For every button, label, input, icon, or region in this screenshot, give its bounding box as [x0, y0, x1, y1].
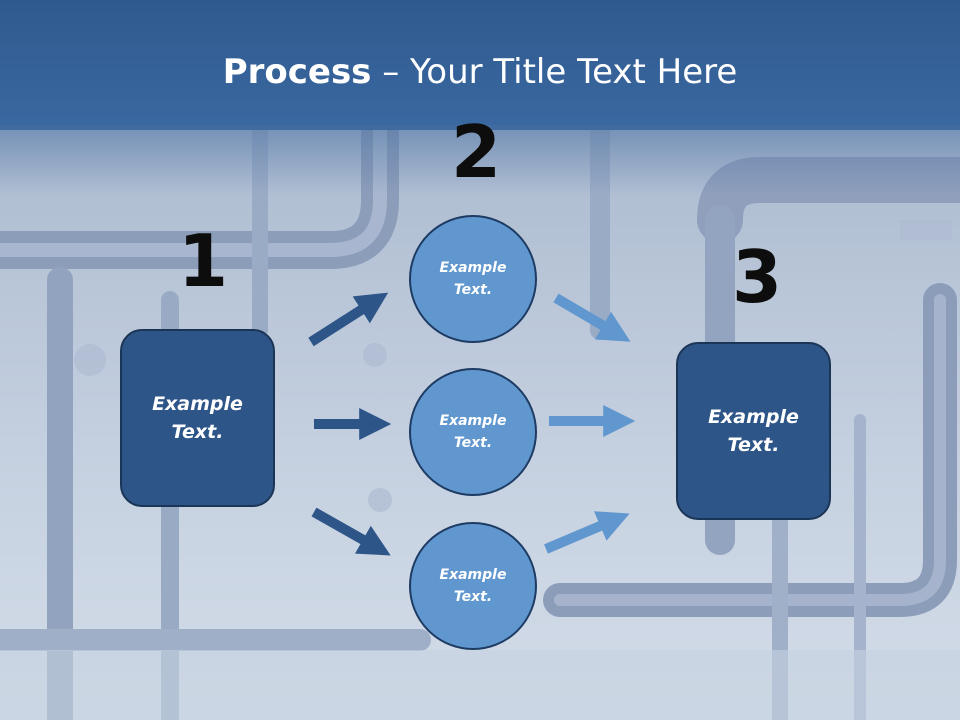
step-3-text-line2: Text.	[727, 434, 780, 456]
circle-top-text-line1: Example	[439, 259, 507, 276]
circle-bottom-text-line2: Text.	[453, 589, 493, 605]
circle-bottom-text-line1: Example	[439, 566, 507, 583]
step-1-box: Example Text.	[120, 329, 275, 507]
step-3-text-line1: Example	[708, 405, 799, 428]
arrow-circle-bottom-to-box3	[544, 511, 630, 554]
slide-title: Process – Your Title Text Here	[0, 52, 960, 92]
step-number-3: 3	[732, 235, 783, 319]
circle-middle-text-line2: Text.	[453, 435, 493, 451]
arrow-box1-to-circle-top	[308, 292, 389, 347]
step-2-circle-middle: Example Text.	[409, 368, 537, 496]
step-3-box: Example Text.	[676, 342, 831, 520]
step-1-text-line1: Example	[152, 392, 243, 415]
title-bar-fade	[0, 125, 960, 195]
step-number-2: 2	[451, 110, 502, 194]
circle-top-text-line2: Text.	[453, 282, 493, 298]
step-2-circle-bottom: Example Text.	[409, 522, 537, 650]
arrow-circle-top-to-box3	[553, 293, 631, 342]
step-1-text-line2: Text.	[171, 421, 224, 443]
step-2-circle-top: Example Text.	[409, 215, 537, 343]
title-bar	[0, 0, 960, 130]
step-number-1: 1	[178, 219, 229, 303]
arrow-box1-to-circle-bottom	[311, 507, 391, 556]
circle-middle-text-line1: Example	[439, 412, 507, 429]
title-bold: Process	[222, 52, 372, 92]
title-rest: – Your Title Text Here	[371, 52, 738, 92]
